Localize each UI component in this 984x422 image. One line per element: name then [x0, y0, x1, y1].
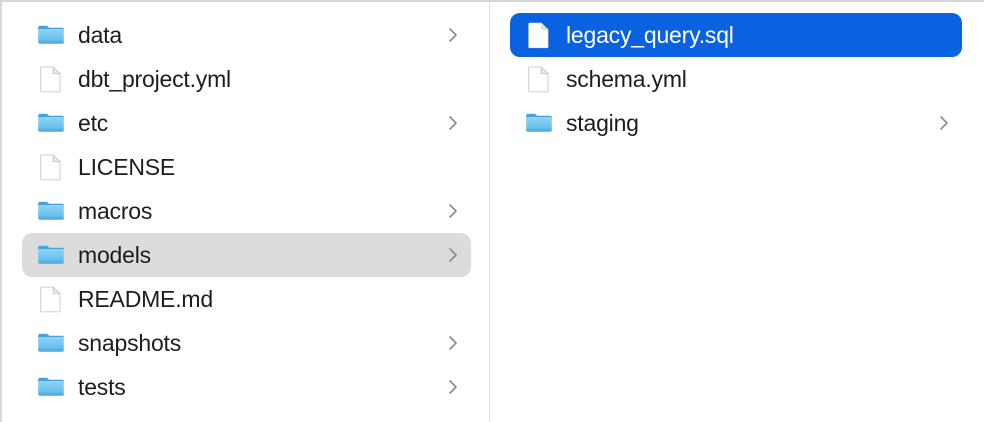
- file-row-label: data: [78, 22, 122, 48]
- chevron-right-icon: [447, 25, 459, 45]
- file-row[interactable]: macros: [22, 189, 471, 233]
- file-row-label: macros: [78, 198, 153, 224]
- document-icon: [36, 152, 66, 182]
- folder-icon: [36, 328, 66, 358]
- file-row[interactable]: snapshots: [22, 321, 471, 365]
- file-row-label: etc: [78, 110, 109, 136]
- file-row-label: README.md: [78, 286, 213, 312]
- file-list-project-root: data dbt_project.yml etc LICENSE: [2, 2, 489, 409]
- file-row[interactable]: etc: [22, 101, 471, 145]
- chevron-right-icon: [447, 201, 459, 221]
- file-list-models: legacy_query.sql schema.yml staging: [490, 2, 984, 145]
- file-row-label: staging: [566, 110, 639, 136]
- file-row-label: snapshots: [78, 330, 182, 356]
- file-row-label: models: [78, 242, 151, 268]
- document-icon: [36, 284, 66, 314]
- file-row-label: legacy_query.sql: [566, 22, 734, 48]
- document-icon: [36, 64, 66, 94]
- file-row[interactable]: tests: [22, 365, 471, 409]
- file-row-label: schema.yml: [566, 66, 687, 92]
- document-icon: [524, 64, 554, 94]
- file-row[interactable]: data: [22, 13, 471, 57]
- file-row[interactable]: staging: [510, 101, 962, 145]
- finder-column-project-root[interactable]: data dbt_project.yml etc LICENSE: [2, 2, 490, 422]
- chevron-right-icon: [938, 113, 950, 133]
- file-row[interactable]: README.md: [22, 277, 471, 321]
- folder-icon: [36, 240, 66, 270]
- chevron-right-icon: [447, 377, 459, 397]
- file-row[interactable]: legacy_query.sql: [510, 13, 962, 57]
- folder-icon: [36, 372, 66, 402]
- folder-icon: [524, 108, 554, 138]
- file-row[interactable]: LICENSE: [22, 145, 471, 189]
- document-icon: [524, 20, 554, 50]
- chevron-right-icon: [447, 113, 459, 133]
- file-row-label: tests: [78, 374, 126, 400]
- file-row[interactable]: schema.yml: [510, 57, 962, 101]
- finder-column-models[interactable]: legacy_query.sql schema.yml staging: [490, 2, 984, 422]
- file-row-label: dbt_project.yml: [78, 66, 231, 92]
- file-row-label: LICENSE: [78, 154, 176, 180]
- chevron-right-icon: [447, 333, 459, 353]
- file-row[interactable]: dbt_project.yml: [22, 57, 471, 101]
- chevron-right-icon: [447, 245, 459, 265]
- file-row[interactable]: models: [22, 233, 471, 277]
- folder-icon: [36, 196, 66, 226]
- folder-icon: [36, 20, 66, 50]
- folder-icon: [36, 108, 66, 138]
